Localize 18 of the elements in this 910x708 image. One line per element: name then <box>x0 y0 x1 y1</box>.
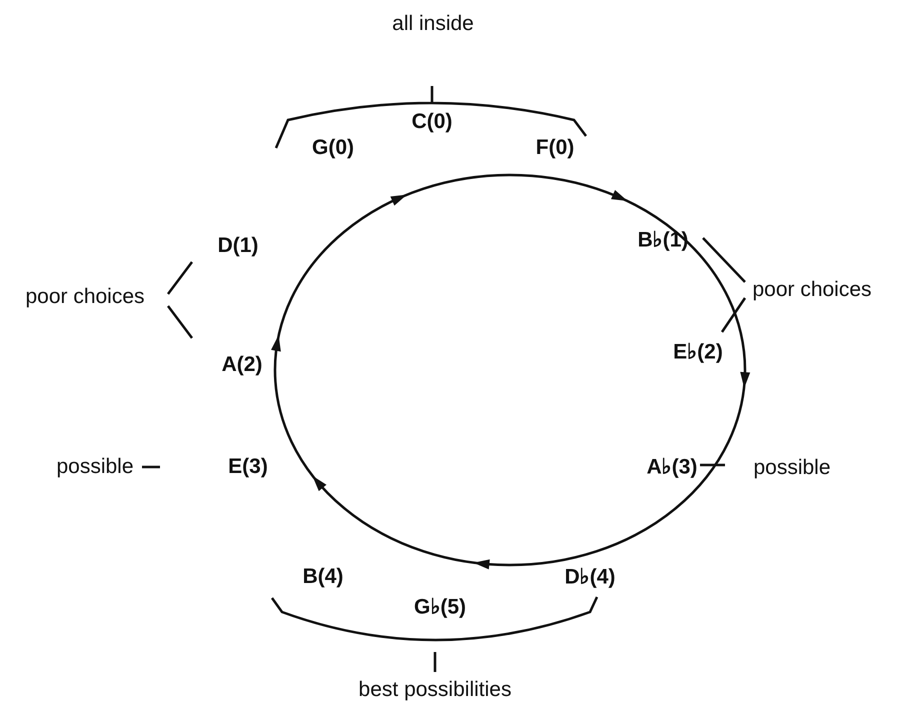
annotation-text: all inside <box>392 12 474 36</box>
key-label: E♭(2) <box>673 340 723 364</box>
key-label: D♭(4) <box>564 564 616 590</box>
annotation-text: poor choices <box>752 278 872 302</box>
key-label: B(4) <box>302 565 344 589</box>
key-label: F(0) <box>536 136 574 160</box>
key-label: D(1) <box>218 234 258 258</box>
key-label: C(0) <box>412 110 452 134</box>
key-label: E(3) <box>228 455 268 479</box>
key-label: G♭(5) <box>414 594 466 620</box>
key-label: G(0) <box>312 136 354 160</box>
key-label: A♭(3) <box>646 454 698 480</box>
annotation-text: possible <box>753 456 831 480</box>
annotation-text: best possibilities <box>358 678 512 702</box>
annotation-text: poor choices <box>25 285 145 309</box>
key-label: B♭(1) <box>638 228 688 252</box>
annotation-text: possible <box>56 455 134 479</box>
key-label: A(2) <box>222 353 262 377</box>
